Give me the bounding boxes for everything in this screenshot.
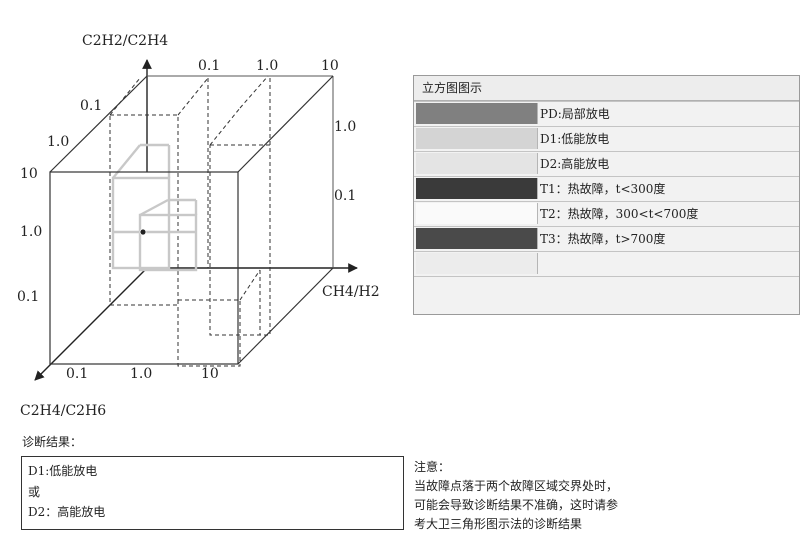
legend-panel: 立方图图示 PD:局部放电 D1:低能放电 D2:高能放电 T1：热故障，t<3… — [413, 75, 800, 315]
note-line: 当故障点落于两个故障区域交界处时， — [414, 479, 619, 493]
top-tick-label: 10 — [321, 58, 339, 74]
legend-item-t1: T1：热故障，t<300度 — [414, 176, 799, 201]
legend-item-label: D1:低能放电 — [540, 132, 610, 146]
legend-swatch — [416, 203, 538, 224]
fault-point-marker — [139, 228, 147, 236]
y-axis-label: C2H4/C2H6 — [20, 403, 106, 419]
right-tick-label: 1.0 — [334, 119, 356, 135]
legend-item-label: D2:高能放电 — [540, 157, 610, 171]
legend-item-d1: D1:低能放电 — [414, 126, 799, 151]
result-line: D1:低能放电 — [28, 464, 98, 478]
discharge-region-boxes — [111, 143, 198, 272]
cube-outline — [49, 75, 334, 365]
z-axis-label: C2H2/C2H4 — [82, 33, 168, 49]
left-top-tick-label: 1.0 — [47, 134, 69, 150]
legend-swatch — [416, 228, 538, 249]
legend-item-t2: T2：热故障，300<t<700度 — [414, 201, 799, 226]
legend-item-d2: D2:高能放电 — [414, 151, 799, 176]
legend-item-empty — [414, 251, 799, 277]
legend-item-pd: PD:局部放电 — [414, 101, 799, 126]
left-top-tick-label: 0.1 — [80, 98, 102, 114]
left-tick-label: 0.1 — [17, 289, 39, 305]
top-tick-label: 0.1 — [198, 58, 220, 74]
result-line: D2：高能放电 — [28, 505, 106, 519]
result-title: 诊断结果： — [22, 435, 83, 449]
legend-item-label: PD:局部放电 — [540, 107, 610, 121]
bottom-tick-label: 10 — [201, 366, 219, 382]
result-box: D1:低能放电 或 D2：高能放电 — [21, 456, 404, 530]
legend-title: 立方图图示 — [414, 76, 799, 101]
legend-item-t3: T3：热故障，t>700度 — [414, 226, 799, 251]
x-axis-label: CH4/H2 — [322, 284, 380, 300]
legend-swatch — [416, 153, 538, 174]
legend-swatch — [416, 253, 538, 274]
bottom-tick-label: 0.1 — [66, 366, 88, 382]
bottom-tick-label: 1.0 — [130, 366, 152, 382]
result-line: 或 — [28, 485, 41, 499]
legend-item-label: T2：热故障，300<t<700度 — [540, 207, 699, 221]
legend-swatch — [416, 128, 538, 149]
left-tick-label: 1.0 — [20, 224, 42, 240]
note-line: 考大卫三角形图示法的诊断结果 — [414, 517, 583, 531]
left-tick-label: 10 — [20, 166, 38, 182]
legend-swatch — [416, 178, 538, 199]
legend-item-label: T1：热故障，t<300度 — [540, 182, 666, 196]
note-title: 注意： — [414, 460, 451, 474]
top-tick-label: 1.0 — [256, 58, 278, 74]
region-outlines — [109, 75, 271, 367]
right-tick-label: 0.1 — [334, 188, 356, 204]
note-line: 可能会导致诊断结果不准确，这时请参 — [414, 498, 619, 512]
legend-swatch — [416, 103, 538, 124]
note-panel: 注意： 当故障点落于两个故障区域交界处时， 可能会导致诊断结果不准确，这时请参 … — [414, 458, 714, 534]
y-axis-line — [34, 267, 148, 381]
legend-item-label: T3：热故障，t>700度 — [540, 232, 666, 246]
